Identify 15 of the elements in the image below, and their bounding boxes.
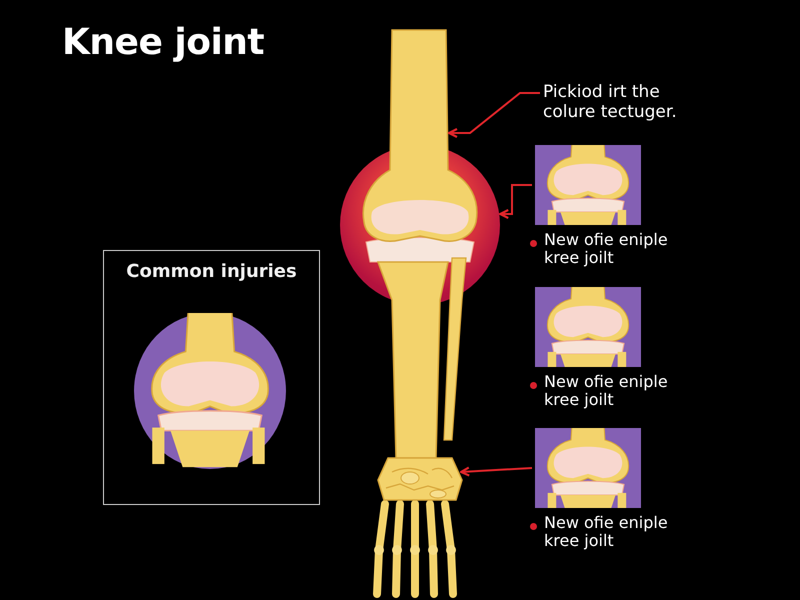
caption-text: New ofie eniple kree joilt <box>544 514 669 550</box>
ankle-bone-drawing <box>377 457 463 501</box>
callout-text: Pickiod irt the colure tectuger. <box>543 82 713 122</box>
knee-inset-picture <box>535 428 641 508</box>
arrow <box>460 466 532 477</box>
panel-heading: Common injuries <box>125 261 298 282</box>
arrow <box>448 92 540 138</box>
knee-inset-picture <box>535 145 641 225</box>
knee-inset-picture <box>535 287 641 367</box>
arrow <box>499 184 532 220</box>
caption-text: New ofie eniple kree joilt <box>544 231 669 267</box>
thigh-bone-drawing <box>362 29 478 242</box>
title: Knee joint <box>62 22 264 63</box>
caption-text: New ofie eniple kree joilt <box>544 373 669 409</box>
panel-frame <box>103 250 320 505</box>
